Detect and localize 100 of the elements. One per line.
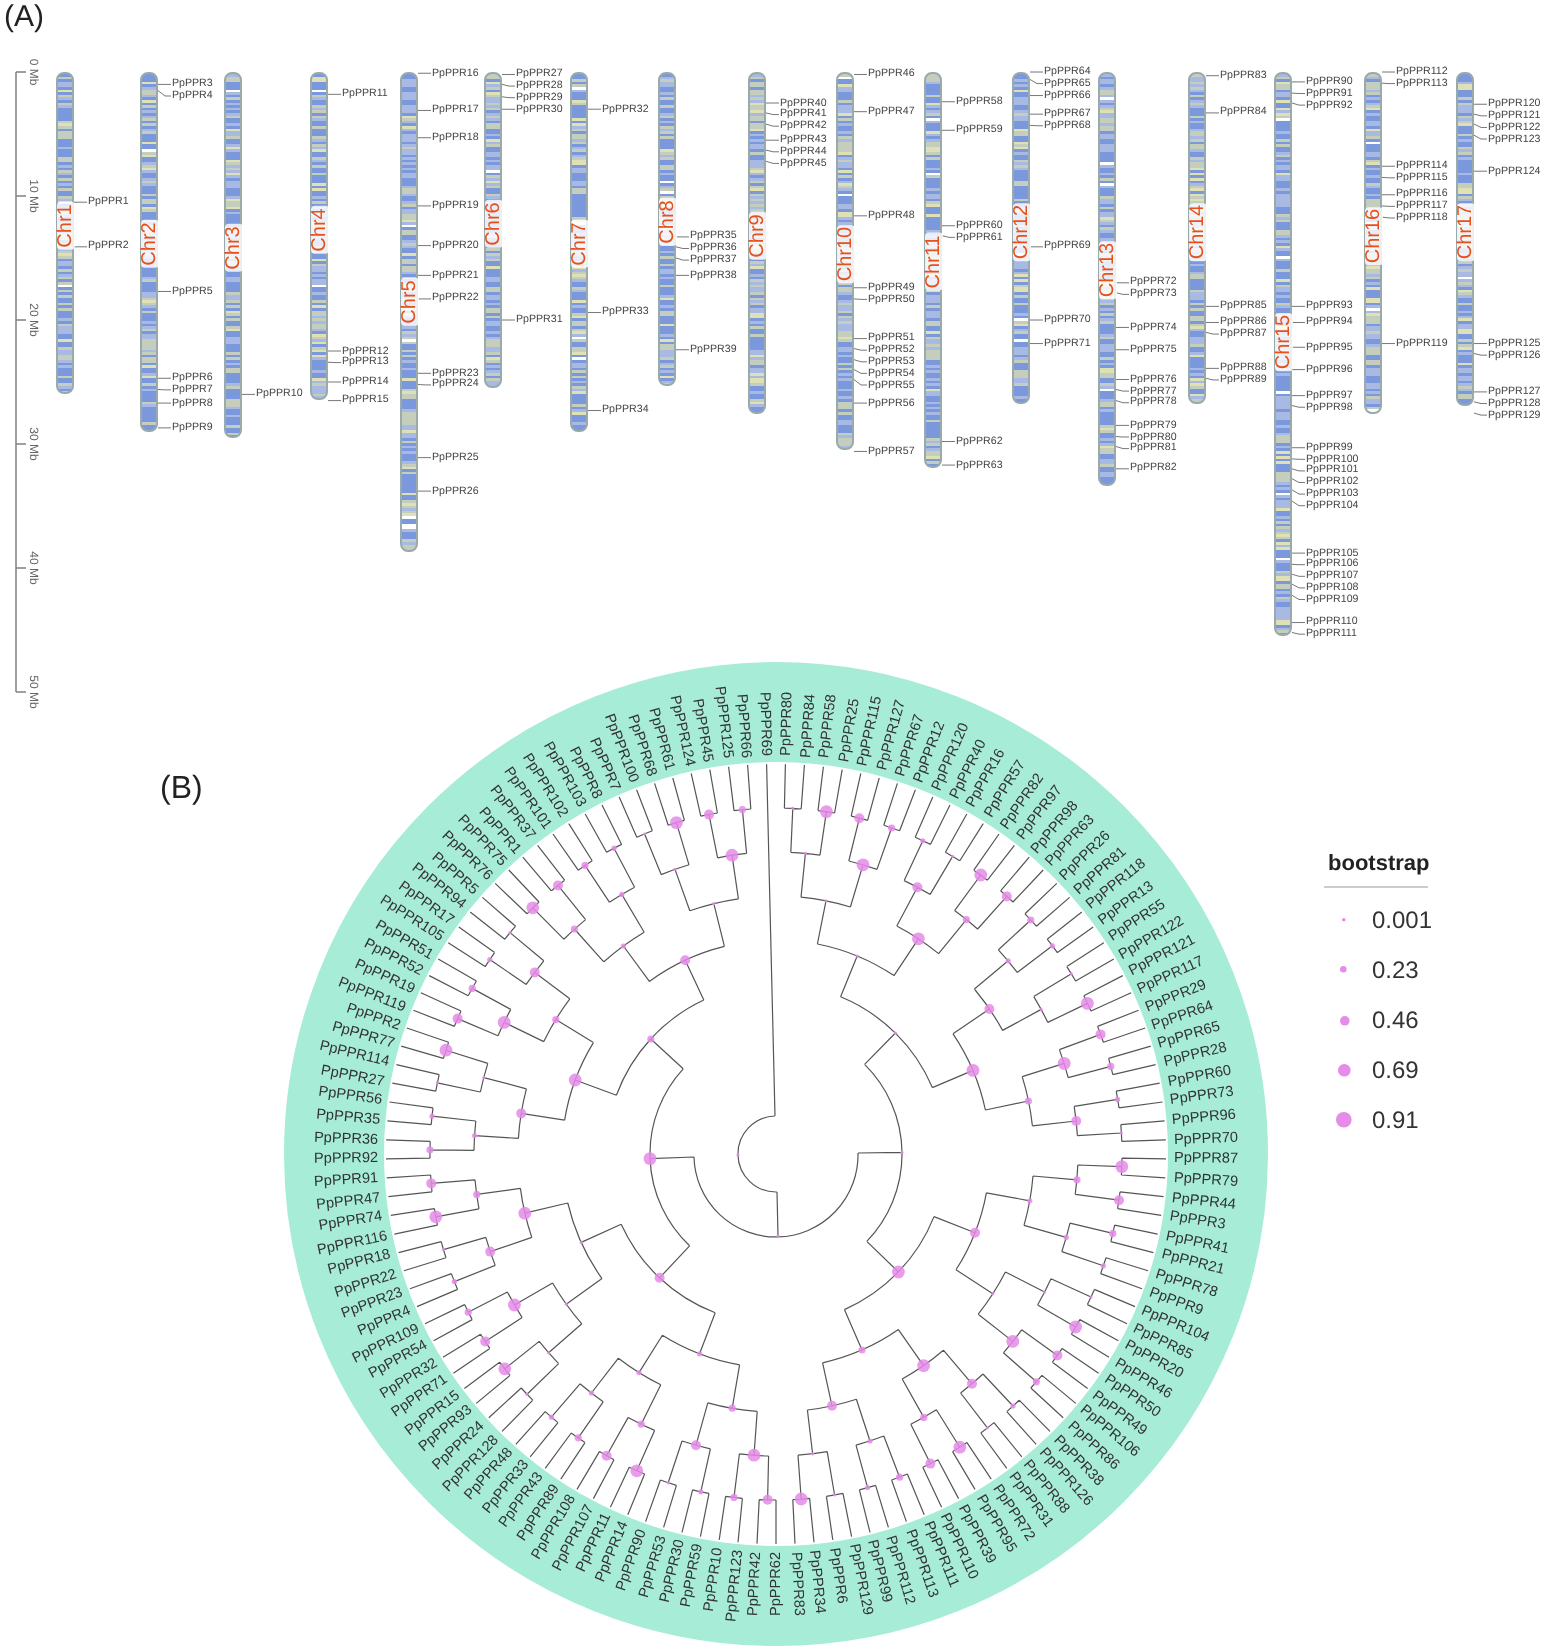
chromosome-bar — [310, 72, 328, 401]
leader-line — [1291, 92, 1306, 94]
chromosome-bar — [1274, 72, 1292, 637]
leader-line — [1473, 391, 1488, 393]
chromosome-name: Chr10 — [836, 224, 854, 283]
chromosome-bar — [570, 72, 588, 432]
leader-line — [675, 274, 690, 276]
chromosome-name: Chr1 — [56, 203, 74, 251]
leader-line — [1473, 353, 1488, 356]
leader-line — [941, 235, 956, 238]
legend-label: 0.46 — [1372, 1006, 1419, 1034]
chromosome-bar — [140, 72, 158, 432]
leader-line — [1381, 216, 1396, 219]
leader-line — [587, 312, 602, 314]
leader-line — [1205, 112, 1220, 114]
chromosome-name: Chr3 — [224, 223, 242, 272]
leader-line — [765, 102, 780, 104]
leader-line — [1115, 400, 1130, 404]
leader-line — [1029, 113, 1044, 115]
chromosome-bar — [1098, 72, 1116, 487]
chromosome-bar — [400, 72, 418, 552]
leader-line — [1029, 71, 1044, 73]
leader-line — [1029, 78, 1044, 85]
leader-line — [157, 377, 172, 379]
leader-line — [1291, 346, 1306, 348]
leader-line — [157, 388, 172, 391]
leader-line — [327, 350, 342, 352]
leader-line — [1029, 95, 1044, 97]
leader-line — [157, 402, 172, 404]
leader-line — [765, 139, 780, 141]
leader-line — [1473, 343, 1488, 345]
leader-line — [1115, 349, 1130, 351]
leader-line — [1381, 205, 1396, 207]
chromosome-bar — [658, 72, 676, 386]
leader-line — [765, 112, 780, 116]
leader-line — [1381, 176, 1396, 179]
leader-line — [1115, 468, 1130, 470]
leader-line — [1205, 331, 1220, 335]
leader-line — [1291, 369, 1306, 371]
chromosome-name: Chr8 — [658, 198, 676, 247]
leader-line — [587, 108, 602, 110]
leader-line — [853, 74, 868, 75]
leader-line — [1473, 113, 1488, 117]
chromosome-name: Chr17 — [1456, 203, 1474, 262]
legend-label: 0.91 — [1372, 1106, 1419, 1134]
leader-line — [1473, 401, 1488, 404]
leader-line — [675, 246, 690, 249]
chromosome-name: Chr7 — [570, 220, 588, 269]
leader-line — [587, 410, 602, 411]
leader-line — [327, 381, 342, 383]
leader-line — [675, 349, 690, 351]
leader-line — [1473, 123, 1488, 128]
leader-line — [501, 108, 516, 110]
panel-label: (B) — [160, 772, 203, 808]
leader-line — [1381, 194, 1396, 196]
leader-line — [417, 298, 432, 300]
leader-line — [1381, 82, 1396, 85]
leader-line — [853, 379, 868, 386]
chromosome-name: Chr5 — [400, 278, 418, 327]
leader-line — [417, 384, 432, 386]
leader-line — [675, 236, 690, 238]
leader-line — [1381, 165, 1396, 167]
leader-line — [1291, 583, 1306, 589]
chromosome-bar — [1012, 72, 1030, 405]
legend-label: 0.23 — [1372, 956, 1419, 984]
chromosome-name: Chr11 — [924, 234, 942, 292]
leader-line — [1029, 246, 1044, 248]
chromosome-bar — [748, 72, 766, 413]
chromosome-bar — [56, 72, 74, 395]
leader-line — [1029, 343, 1044, 345]
chromosome-bar — [1456, 72, 1474, 407]
leader-line — [853, 298, 868, 300]
leader-line — [1291, 622, 1306, 624]
leader-line — [501, 74, 516, 75]
panel-label: (A) — [4, 0, 44, 34]
leader-line — [1291, 405, 1306, 408]
chromosome-name: Chr4 — [310, 206, 328, 254]
leader-line — [1381, 71, 1396, 73]
leader-line — [501, 96, 516, 99]
leader-line — [675, 257, 690, 261]
leader-line — [1115, 326, 1130, 328]
leader-line — [1291, 305, 1306, 307]
chromosome-bar — [484, 72, 502, 389]
leader-line — [501, 319, 516, 321]
leader-line — [1205, 377, 1220, 381]
leader-line — [417, 245, 432, 247]
leader-line — [1473, 412, 1488, 416]
leader-line — [417, 372, 432, 374]
leader-line — [417, 109, 432, 111]
chromosome-bar — [924, 72, 942, 469]
leader-line — [327, 400, 342, 402]
leader-line — [501, 83, 516, 87]
leader-line — [1473, 134, 1488, 140]
leader-line — [1029, 319, 1044, 321]
chromosome-name: Chr9 — [748, 212, 766, 260]
leader-line — [1115, 379, 1130, 380]
leader-line — [1291, 594, 1306, 600]
leader-line — [1205, 322, 1220, 323]
legend-label: 0.001 — [1372, 906, 1433, 934]
legend-title: bootstrap — [1328, 852, 1430, 876]
